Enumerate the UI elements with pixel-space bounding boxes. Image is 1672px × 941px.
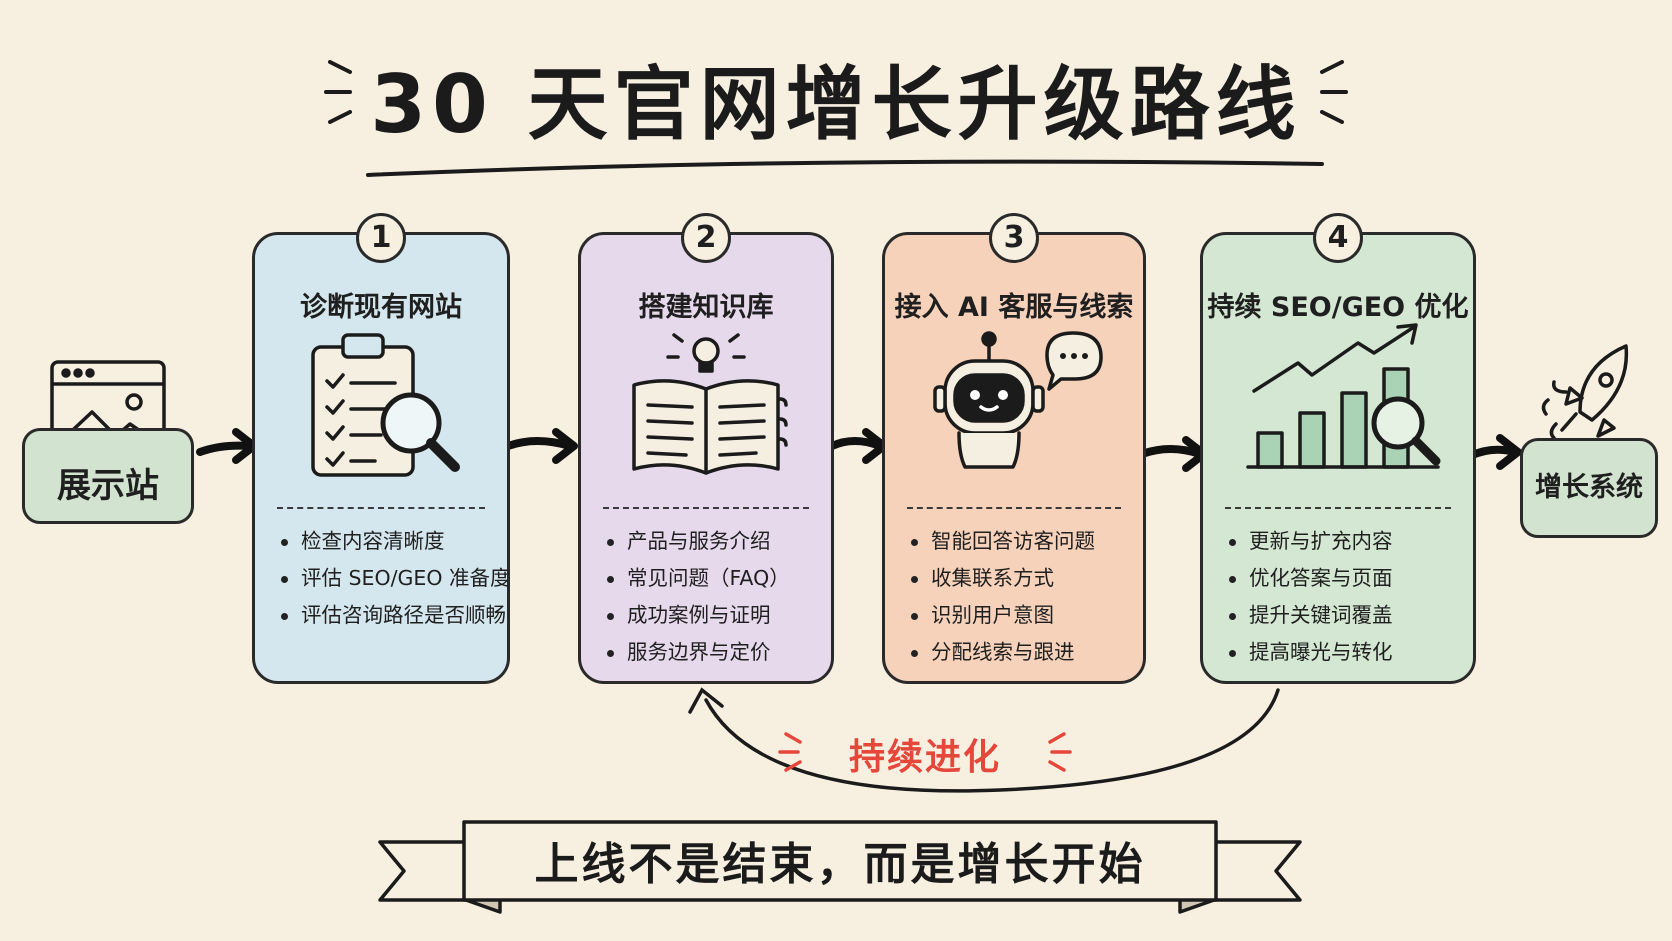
arrow-step3-to-step4-icon (1138, 436, 1208, 472)
arrow-step2-to-step3-icon (828, 428, 888, 464)
arrow-start-to-step1-icon (196, 428, 258, 464)
step-card-2: 2 搭建知识库 产品与服务介绍 常见问题（FAQ） 成功案例与证明 服务边界与定… (578, 213, 834, 684)
title-left-spark-icon (324, 60, 352, 124)
list-item: 提升关键词覆盖 (1225, 597, 1465, 634)
arrow-step1-to-step2-icon (504, 428, 578, 464)
open-book-lightbulb-icon (632, 333, 788, 475)
loop-arrow-icon (688, 687, 1280, 793)
growth-chart-magnifier-icon (1246, 323, 1441, 469)
step-card-4: 4 持续 SEO/GEO 优化 更新与扩充内容 优化答案与页面 提升关键词覆盖 … (1200, 213, 1476, 684)
loop-label-left-spark-icon (778, 732, 802, 772)
step-item-list: 产品与服务介绍 常见问题（FAQ） 成功案例与证明 服务边界与定价 (603, 523, 823, 671)
list-item: 收集联系方式 (907, 560, 1135, 597)
banner-slogan: 上线不是结束，而是增长开始 (534, 839, 1146, 890)
step-title: 接入 AI 客服与线索 (894, 292, 1134, 323)
end-node-growth-system: 增长系统 (1520, 438, 1658, 538)
step-title: 搭建知识库 (638, 292, 774, 323)
step-title: 诊断现有网站 (300, 292, 462, 323)
start-node-label: 展示站 (57, 466, 159, 506)
robot-chat-icon (933, 331, 1103, 469)
list-item: 分配线索与跟进 (907, 634, 1135, 671)
page-title: 30 天官网增长升级路线 (370, 58, 1302, 151)
start-node-showcase-site: 展示站 (22, 428, 194, 524)
list-item: 更新与扩充内容 (1225, 523, 1465, 560)
step-number-badge: 3 (989, 213, 1039, 263)
card-divider (907, 507, 1121, 509)
step-item-list: 更新与扩充内容 优化答案与页面 提升关键词覆盖 提高曝光与转化 (1225, 523, 1465, 671)
step-number-badge: 4 (1313, 213, 1363, 263)
step-card-1: 1 诊断现有网站 检查内容清晰度 评估 SEO/GEO 准备度 评估咨询路径是否… (252, 213, 511, 684)
list-item: 检查内容清晰度 (277, 523, 499, 560)
list-item: 智能回答访客问题 (907, 523, 1135, 560)
step-title: 持续 SEO/GEO 优化 (1207, 292, 1469, 323)
card-divider (1225, 507, 1451, 509)
loop-label-right-spark-icon (1048, 732, 1072, 772)
step-number-badge: 1 (356, 213, 406, 263)
step-number-badge: 2 (681, 213, 731, 263)
title-underline (366, 159, 1324, 177)
list-item: 识别用户意图 (907, 597, 1135, 634)
clipboard-magnifier-icon (311, 333, 460, 477)
title-right-spark-icon (1320, 60, 1348, 124)
ribbon-banner-icon (378, 820, 1302, 914)
card-divider (603, 507, 809, 509)
list-item: 提高曝光与转化 (1225, 634, 1465, 671)
rocket-icon (1541, 344, 1629, 440)
list-item: 常见问题（FAQ） (603, 560, 823, 597)
list-item: 优化答案与页面 (1225, 560, 1465, 597)
arrow-step4-to-end-icon (1466, 434, 1522, 470)
list-item: 成功案例与证明 (603, 597, 823, 634)
step-item-list: 检查内容清晰度 评估 SEO/GEO 准备度 评估咨询路径是否顺畅 (277, 523, 511, 634)
loop-label: 持续进化 (848, 737, 1001, 778)
list-item: 服务边界与定价 (603, 634, 823, 671)
step-item-list: 智能回答访客问题 收集联系方式 识别用户意图 分配线索与跟进 (907, 523, 1135, 671)
end-node-label: 增长系统 (1535, 472, 1643, 503)
step-card-3: 3 接入 AI 客服与线索 智能回答访客问题 收集联系方式 识别用户意图 分配线… (882, 213, 1146, 684)
card-divider (277, 507, 485, 509)
list-item: 评估咨询路径是否顺畅 (277, 597, 506, 634)
list-item: 产品与服务介绍 (603, 523, 823, 560)
list-item: 评估 SEO/GEO 准备度 (277, 560, 511, 597)
